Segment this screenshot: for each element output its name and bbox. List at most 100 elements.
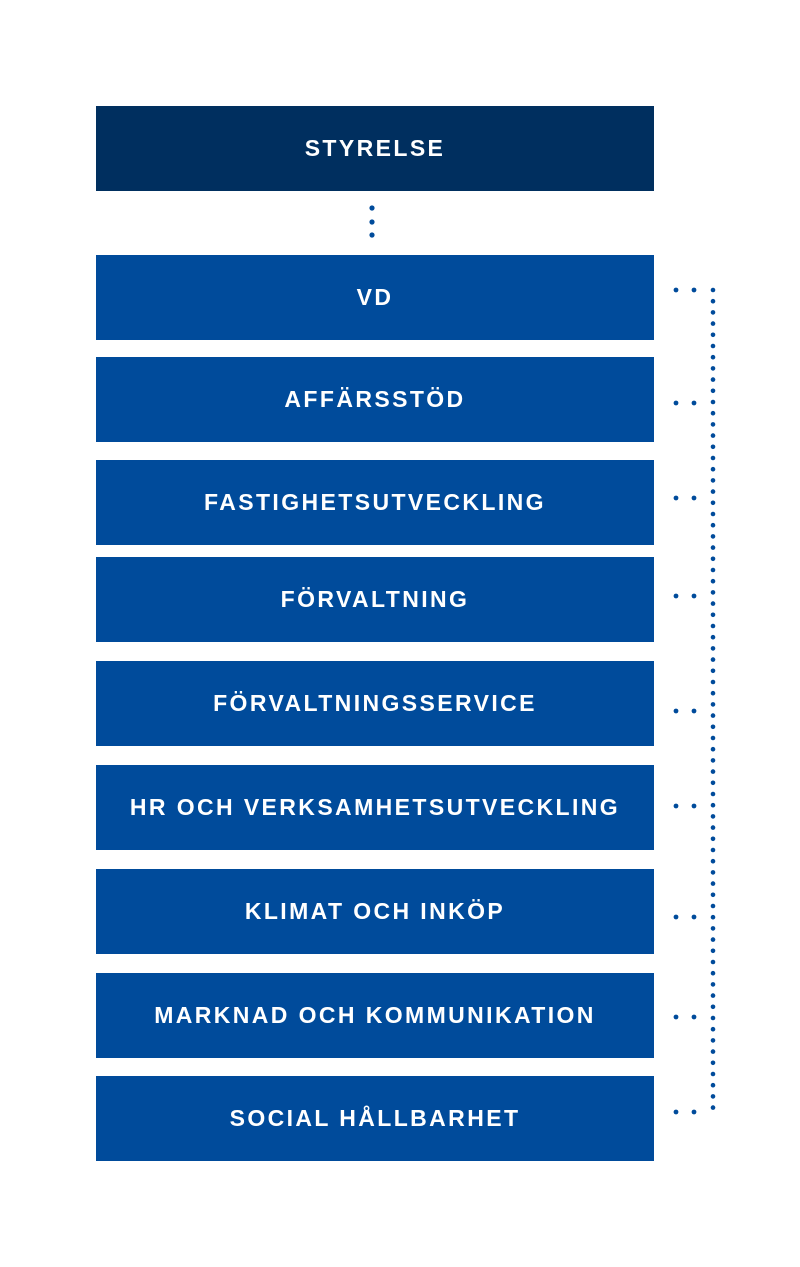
unit-box-affarsstod: AFFÄRSSTÖD <box>96 357 654 442</box>
connector-dot <box>710 679 716 685</box>
branch-dot <box>691 593 697 599</box>
connector-dot <box>710 780 716 786</box>
unit-label: FÖRVALTNINGSSERVICE <box>213 690 537 716</box>
connector-dot <box>710 926 716 931</box>
connector-dot <box>710 1015 716 1021</box>
connector-dot <box>710 310 716 315</box>
connector-dot <box>710 377 716 382</box>
connector-dot <box>710 870 716 875</box>
connector-dot <box>710 343 716 349</box>
connector-dot <box>710 814 716 819</box>
connector-dot <box>710 1094 716 1099</box>
branch-dot <box>691 1014 697 1020</box>
connector-dot <box>710 937 716 942</box>
unit-label: FASTIGHETSUTVECKLING <box>204 489 546 515</box>
branch-dotted-lines <box>673 287 697 1115</box>
board-box: STYRELSE <box>96 106 654 191</box>
connector-dot <box>710 578 716 584</box>
connector-dot <box>710 623 716 629</box>
unit-box-fastighetsutveckling: FASTIGHETSUTVECKLING <box>96 460 654 545</box>
branch-dot <box>673 1014 679 1020</box>
branch-dot <box>691 803 697 809</box>
connector-dot <box>710 769 716 774</box>
connector-dot <box>710 948 716 954</box>
connector-dot <box>710 422 716 427</box>
connector-dot <box>710 567 716 573</box>
connector-dot <box>710 646 716 651</box>
connector-dot <box>710 455 716 461</box>
branch-dot <box>691 914 697 920</box>
branch-dot <box>673 400 679 406</box>
branch-dot <box>691 1109 697 1115</box>
connector-dot <box>710 522 716 528</box>
branch-dot <box>691 287 697 293</box>
unit-box-marknad: MARKNAD OCH KOMMUNIKATION <box>96 973 654 1058</box>
branch-dot <box>673 803 679 809</box>
unit-label: SOCIAL HÅLLBARHET <box>229 1105 521 1131</box>
unit-box-forvaltning: FÖRVALTNING <box>96 557 654 642</box>
branch-dot <box>673 914 679 920</box>
connector-dot <box>710 791 716 797</box>
connector-dot <box>710 1105 716 1110</box>
unit-box-klimat: KLIMAT OCH INKÖP <box>96 869 654 954</box>
connector-dot <box>710 746 716 752</box>
connector-dot <box>710 724 716 730</box>
unit-box-hr: HR OCH VERKSAMHETSUTVECKLING <box>96 765 654 850</box>
connector-dot <box>710 858 716 864</box>
connector-dot <box>710 802 716 808</box>
vertical-dotted-line <box>710 287 716 1110</box>
connector-dot <box>710 702 716 707</box>
unit-box-social: SOCIAL HÅLLBARHET <box>96 1076 654 1161</box>
connector-dot <box>710 478 716 483</box>
connector-dot <box>710 354 716 360</box>
branch-dot <box>673 287 679 293</box>
connector-dot <box>710 545 716 550</box>
connector-dot <box>710 321 716 326</box>
branch-dot <box>673 1109 679 1115</box>
board-label: STYRELSE <box>304 135 446 161</box>
connector-dot <box>710 892 716 898</box>
connector-dot <box>710 1004 716 1010</box>
connector-dot <box>710 366 716 371</box>
connector-dot <box>710 735 716 741</box>
connector-dot <box>710 1026 716 1032</box>
connector-dot <box>710 903 716 909</box>
connector-dot <box>710 466 716 472</box>
connector-dot <box>710 847 716 853</box>
connector-dot <box>710 668 716 674</box>
connector-dot <box>710 287 716 293</box>
connector-dot <box>710 825 716 830</box>
connector-dot <box>710 612 716 618</box>
unit-label: VD <box>356 284 394 310</box>
connector-dot <box>710 634 716 640</box>
connector-dot <box>710 388 716 394</box>
connector-dot <box>710 1082 716 1088</box>
connector-dot <box>710 489 716 494</box>
connector-dot <box>710 1038 716 1043</box>
branch-dot <box>673 708 679 714</box>
connector-dot <box>710 690 716 696</box>
connector-dot <box>710 399 716 405</box>
connector-dot <box>710 444 716 450</box>
branch-dot <box>691 708 697 714</box>
connector-dot <box>710 332 716 338</box>
connector-dot <box>710 713 716 718</box>
connector-dot <box>710 298 716 304</box>
unit-box-vd: VD <box>96 255 654 340</box>
connector-dot <box>710 1071 716 1077</box>
connector-dot <box>710 410 716 416</box>
connector-dot <box>710 1049 716 1054</box>
connector-dot <box>710 556 716 562</box>
branch-dot <box>673 593 679 599</box>
connector-dot <box>710 982 716 987</box>
connector-dot <box>710 836 716 842</box>
branch-dot <box>691 400 697 406</box>
connector-dot <box>710 914 716 920</box>
connector-dot <box>710 433 716 438</box>
unit-label: KLIMAT OCH INKÖP <box>244 898 506 924</box>
unit-label: HR OCH VERKSAMHETSUTVECKLING <box>129 794 621 820</box>
connector-dot <box>710 590 716 595</box>
unit-box-forvaltningsservice: FÖRVALTNINGSSERVICE <box>96 661 654 746</box>
connector-dot <box>710 657 716 662</box>
unit-label: AFFÄRSSTÖD <box>284 386 466 412</box>
